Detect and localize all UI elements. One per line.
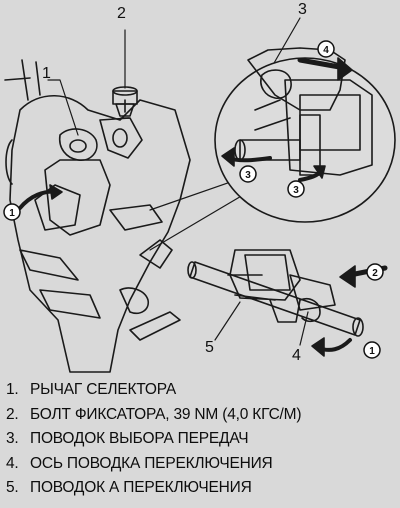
callout-5: 5 [205,339,214,356]
arrow-mark-label: 1 [369,346,375,357]
legend-number: 1. [6,381,19,398]
callout-2: 2 [117,5,126,22]
callout-4: 4 [292,347,301,364]
legend-number: 3. [6,430,19,447]
arrow-mark-1-left: 1 [3,203,21,221]
detent-bolt [112,86,138,119]
shift-shaft-assembly [187,249,364,337]
arrow-mark-label: 1 [9,208,15,219]
legend-number: 4. [6,454,19,472]
arrow-mark-label: 3 [293,185,299,196]
legend-item: 3. ПОВОДОК ВЫБОРА ПЕРЕДАЧ [6,427,396,452]
arrow-mark-label: 2 [372,268,378,279]
arrow-mark-label: 3 [245,170,251,181]
legend-item: 5. ПОВОДОК А ПЕРЕКЛЮЧЕНИЯ [6,476,396,501]
arrow-mark-label: 4 [323,45,329,56]
legend-text: ОСЬ ПОВОДКА ПЕРЕКЛЮЧЕНИЯ [30,454,273,472]
legend-text: РЫЧАГ СЕЛЕКТОРА [30,381,176,398]
legend-number: 5. [6,479,19,496]
legend-item: 2. БОЛТ ФИКСАТОРА, 39 NM (4,0 КГС/М) [6,403,396,428]
arrow-mark-3-left: 3 [239,165,257,183]
legend-number: 2. [6,405,19,423]
legend-text: ПОВОДОК ВЫБОРА ПЕРЕДАЧ [30,430,249,447]
parts-legend: 1. РЫЧАГ СЕЛЕКТОРА 2. БОЛТ ФИКСАТОРА, 39 N… [6,378,396,501]
callout-1: 1 [42,65,51,82]
legend-text: ПОВОДОК А ПЕРЕКЛЮЧЕНИЯ [30,479,252,496]
zoom-inset [214,47,396,223]
callout-3: 3 [298,1,307,18]
arrow-mark-3-top: 4 [317,40,335,58]
legend-item: 1. РЫЧАГ СЕЛЕКТОРА [6,378,396,403]
arrow-mark-2: 2 [366,263,384,281]
arrow-mark-3-right: 3 [287,180,305,198]
arrow-mark-1-right: 1 [363,341,381,359]
legend-text: БОЛТ ФИКСАТОРА, 39 NM (4,0 КГС/М) [30,405,302,423]
transmission-housing [4,59,191,373]
shift-mechanism-drawing: 1 2 4 3 3 1 [3,17,396,373]
legend-item: 4. ОСЬ ПОВОДКА ПЕРЕКЛЮЧЕНИЯ [6,452,396,477]
direction-arrows [18,57,388,357]
circled-marks: 1 2 4 3 3 1 [3,40,384,359]
